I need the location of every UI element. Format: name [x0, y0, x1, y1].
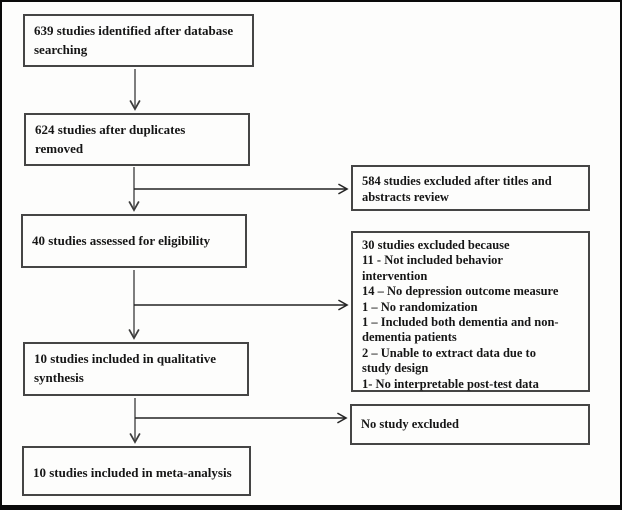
box-duplicates-removed-text: removed: [35, 141, 84, 156]
box-excluded-reasons-text: dementia patients: [362, 330, 457, 345]
box-excluded-reasons-text: 1 – Included both dementia and non-: [362, 315, 559, 330]
box-qualitative-synthesis-text: 10 studies included in qualitative: [34, 351, 217, 366]
box-excluded-reasons-text: 11 - Not included behavior: [362, 253, 503, 268]
box-excluded-reasons: 30 studies excluded because 11 - Not inc…: [351, 231, 590, 392]
box-no-study-excluded: No study excluded: [350, 404, 590, 445]
box-qualitative-synthesis: 10 studies included in qualitative synth…: [23, 342, 249, 396]
box-studies-identified-text: 639 studies identified after database: [34, 23, 234, 38]
box-assessed-eligibility-text: 40 studies assessed for eligibility: [32, 233, 211, 248]
box-qualitative-synthesis-text: synthesis: [34, 370, 84, 385]
box-meta-analysis: 10 studies included in meta-analysis: [22, 446, 251, 496]
box-excluded-reasons-text: 1 – No randomization: [362, 299, 478, 314]
box-studies-identified-text: searching: [34, 42, 88, 57]
box-excluded-reasons-text: 30 studies excluded because: [362, 238, 510, 252]
box-excluded-reasons-text: 1- No interpretable post-test data: [362, 376, 539, 391]
box-studies-identified: 639 studies identified after database se…: [23, 14, 254, 67]
box-excluded-titles-abstracts-text: 584 studies excluded after titles and: [362, 174, 552, 188]
box-duplicates-removed: 624 studies after duplicates removed: [24, 113, 250, 166]
box-duplicates-removed-text: 624 studies after duplicates: [35, 122, 186, 137]
box-no-study-excluded-text: No study excluded: [361, 417, 459, 431]
box-excluded-titles-abstracts-text: abstracts review: [362, 190, 449, 204]
box-excluded-reasons-text: intervention: [362, 268, 428, 283]
box-assessed-eligibility: 40 studies assessed for eligibility: [21, 214, 247, 268]
box-excluded-reasons-text: 14 – No depression outcome measure: [362, 284, 559, 299]
box-meta-analysis-text: 10 studies included in meta-analysis: [33, 465, 232, 480]
box-excluded-reasons-text: 2 – Unable to extract data due to: [362, 345, 536, 360]
box-excluded-titles-abstracts: 584 studies excluded after titles and ab…: [351, 165, 590, 211]
box-excluded-reasons-text: study design: [362, 361, 429, 376]
